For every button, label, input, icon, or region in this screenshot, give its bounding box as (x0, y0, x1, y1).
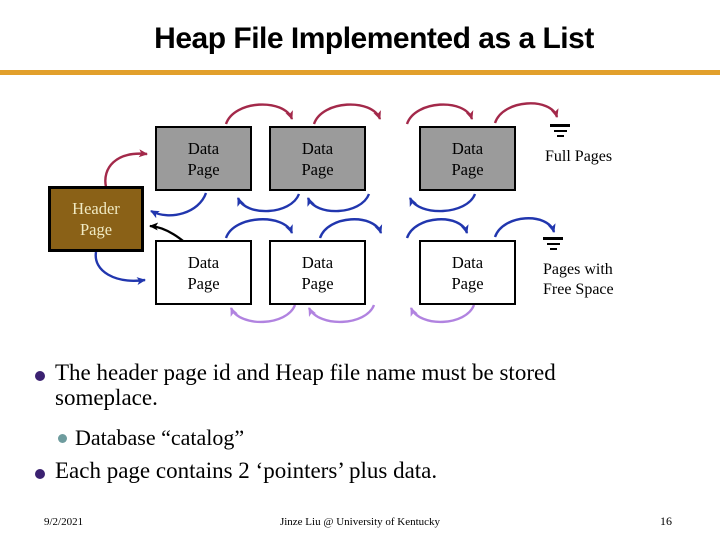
data-page-label-line1: Data (187, 252, 220, 272)
full-pages-label: Full Pages (545, 148, 613, 165)
ground-icon-full-list-end (549, 124, 571, 137)
data-page-box-full-3: Data Page (419, 126, 516, 191)
data-page-label-line2: Page (187, 273, 220, 293)
bullet-line: The header page id and Heap file name mu… (55, 360, 556, 385)
blue-arrow-freebox1-to-freebox2 (224, 218, 294, 239)
bullet-line: someplace. (55, 384, 158, 410)
purple-arrow-freebox2-to-freebox1 (229, 304, 297, 324)
blue-arrow-fullbox2-to-fullbox1 (236, 193, 301, 213)
purple-arrow-freerow-back-hop (409, 304, 476, 324)
header-page-label-line1: Header (72, 199, 120, 218)
free-pages-label-line2: Free Space (543, 281, 614, 298)
blue-arrow-fullbox3-to-fullbox2 (306, 193, 371, 213)
free-pages-label-line1: Pages with (543, 261, 613, 278)
data-page-label-line2: Page (451, 159, 484, 179)
blue-arrow-to-ground-free (493, 217, 556, 238)
red-arrow-header-to-fullbox1 (104, 149, 148, 188)
blue-arrow-header-to-freebox1 (94, 251, 146, 286)
data-page-box-full-2: Data Page (269, 126, 366, 191)
red-arrow-fullbox3-hop (405, 103, 474, 125)
bullet-icon-level1 (35, 469, 45, 479)
blue-arrow-fullrow-back-hop (408, 193, 477, 213)
data-page-box-free-2: Data Page (269, 240, 366, 305)
blue-arrow-fullbox1-to-header (150, 192, 208, 219)
data-page-box-full-1: Data Page (155, 126, 252, 191)
purple-arrow-freebox3-to-freebox2 (307, 304, 376, 324)
data-page-label-line1: Data (187, 138, 220, 158)
bullet-icon-level2 (58, 434, 67, 443)
data-page-label-line2: Page (187, 159, 220, 179)
header-page-box: Header Page (48, 186, 144, 252)
bullet-icon-level1 (35, 371, 45, 381)
data-page-label-line2: Page (301, 159, 334, 179)
data-page-label-line2: Page (451, 273, 484, 293)
red-arrow-fullbox2-to-fullbox3 (312, 103, 382, 125)
data-page-label-line2: Page (301, 273, 334, 293)
header-page-label-line2: Page (79, 220, 113, 239)
data-page-box-free-3: Data Page (419, 240, 516, 305)
footer-page-number: 16 (660, 514, 672, 528)
data-page-label-line1: Data (301, 252, 334, 272)
blue-arrow-freebox2-to-freebox3 (318, 218, 383, 239)
bullet-text-header-page-id: The header page id and Heap file name mu… (55, 360, 556, 410)
data-page-label-line1: Data (451, 252, 484, 272)
bullet-text-page-pointers: Each page contains 2 ‘pointers’ plus dat… (55, 458, 438, 483)
title-accent-rule (0, 70, 720, 75)
blue-arrow-freebox3-hop (405, 218, 469, 239)
footer-credit: Jinze Liu @ University of Kentucky (279, 516, 441, 528)
free-pages-label: Pages with Free Space (543, 260, 614, 300)
data-page-label-line1: Data (301, 138, 334, 158)
red-arrow-to-ground-full (493, 102, 559, 124)
data-page-label-line1: Data (451, 138, 484, 158)
slide-title: Heap File Implemented as a List (154, 22, 594, 55)
ground-icon-free-list-end (542, 237, 564, 250)
bullet-text-database-catalog: Database “catalog” (75, 425, 245, 450)
red-arrow-fullbox1-to-fullbox2 (224, 103, 294, 125)
footer-date: 9/2/2021 (44, 516, 84, 528)
data-page-box-free-1: Data Page (155, 240, 252, 305)
